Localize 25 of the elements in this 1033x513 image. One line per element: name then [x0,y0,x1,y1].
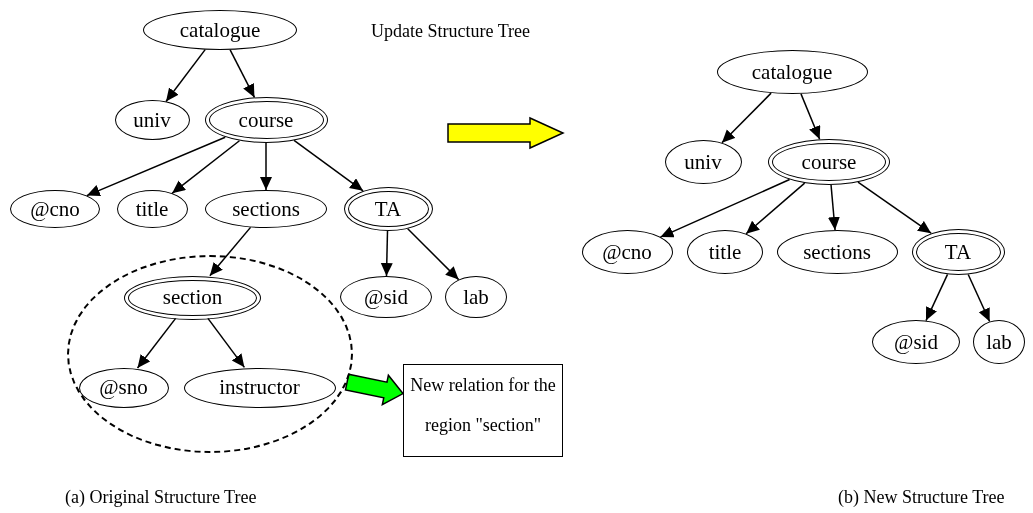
arrow [800,93,821,140]
heading-text: Update Structure Tree [371,20,530,43]
dashed-region [67,255,353,453]
arrow [925,273,949,322]
arrow [380,230,393,277]
arrow [229,49,256,99]
arrow [967,273,991,323]
arrow [721,92,772,144]
arrow [857,181,932,234]
arrow [406,227,460,281]
caption: (a) Original Structure Tree [65,486,257,509]
arrow [293,139,364,192]
caption: (b) New Structure Tree [838,486,1005,509]
arrow [260,142,272,191]
arrow [86,136,226,197]
arrow [165,48,206,103]
block-arrow [344,373,405,407]
arrow [209,226,252,277]
note-box: New relation for the region "section" [403,363,563,457]
arrow [659,178,791,238]
arrow [745,182,806,235]
arrow [827,184,840,231]
arrow [207,317,246,369]
arrow [171,140,241,195]
arrow [136,317,177,369]
